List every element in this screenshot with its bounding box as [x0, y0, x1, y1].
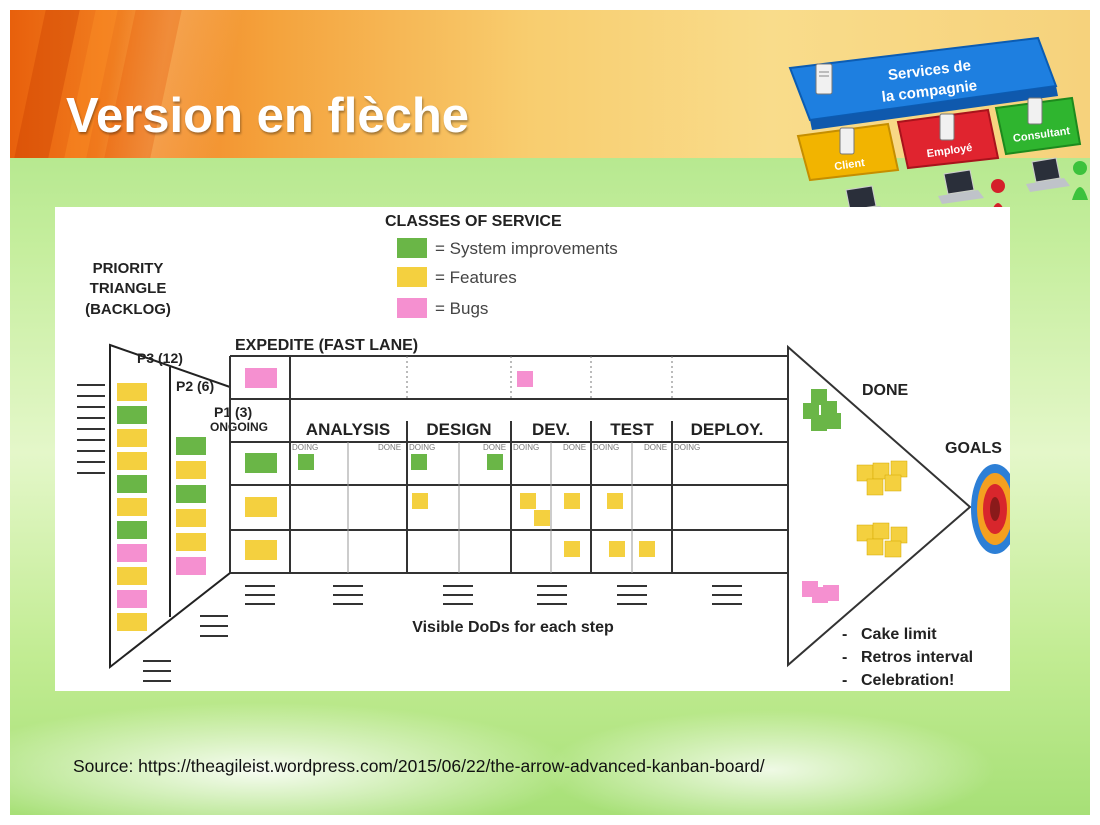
server-icon	[815, 63, 833, 95]
board-grid	[229, 355, 788, 574]
visible-dods-label: Visible DoDs for each step	[412, 619, 614, 636]
slide: Version en flèche Services de la compagn…	[10, 10, 1090, 815]
card-feature	[639, 541, 655, 557]
done-label-test: DONE	[644, 443, 667, 452]
legend-swatch-bugs	[397, 298, 427, 318]
card-feature	[176, 533, 206, 551]
logo-consultant-tile	[994, 96, 1082, 156]
doing-label-deploy: DOING	[674, 443, 700, 452]
priority-title-line1: PRIORITY	[93, 260, 164, 277]
done-label-analysis: DONE	[378, 443, 401, 452]
note-dash: -	[842, 649, 847, 666]
legend-label-features: = Features	[435, 268, 517, 287]
doing-label-design: DOING	[409, 443, 435, 452]
done-system-improvements-cards	[803, 389, 841, 431]
priority-p2-label: P2 (6)	[176, 378, 214, 394]
logo-main-tile-edge	[810, 86, 1058, 130]
card-feature	[520, 493, 536, 509]
note-retros-interval: Retros interval	[861, 649, 973, 666]
card-feature	[176, 509, 206, 527]
card-system-improvement	[176, 437, 206, 455]
card-feature	[412, 493, 428, 509]
server-icon	[839, 97, 1043, 155]
card-feature-ongoing	[245, 497, 277, 517]
backlog-p3-cards	[117, 383, 147, 631]
backlog-p2-cards	[176, 437, 206, 575]
step-analysis: ANALYSIS	[306, 420, 390, 439]
doing-done-dividers	[347, 442, 633, 573]
logo-client-label: Client	[834, 157, 866, 173]
card-bug	[117, 544, 147, 562]
target-icon	[971, 464, 1019, 554]
card-system-improvement	[487, 454, 503, 470]
card-feature	[609, 541, 625, 557]
doing-label-analysis: DOING	[292, 443, 318, 452]
step-dev: DEV.	[532, 420, 570, 439]
card-feature	[176, 461, 206, 479]
note-celebration: Celebration!	[861, 672, 954, 689]
goals-label: GOALS	[945, 440, 1002, 457]
priority-title-line3: (BACKLOG)	[85, 301, 171, 318]
done-label-dev: DONE	[563, 443, 586, 452]
column-dividers-dotted	[406, 356, 673, 399]
card-system-improvement	[117, 406, 147, 424]
legend-swatch-features	[397, 267, 427, 287]
legend-swatch-system-improvements	[397, 238, 427, 258]
legend-label-bugs: = Bugs	[435, 299, 488, 318]
done-area-label: DONE	[862, 382, 909, 399]
card-system-improvement	[298, 454, 314, 470]
arrow-kanban-svg: CLASSES OF SERVICE = System improvements…	[77, 213, 1019, 689]
card-feature	[117, 452, 147, 470]
card-feature	[117, 498, 147, 516]
doing-label-dev: DOING	[513, 443, 539, 452]
done-label-design: DONE	[483, 443, 506, 452]
card-feature	[534, 510, 550, 526]
card-bug-expedite	[517, 371, 533, 387]
card-bug	[117, 590, 147, 608]
laptop-icon	[840, 157, 1070, 220]
card-system-improvement	[411, 454, 427, 470]
card-feature-ongoing	[245, 540, 277, 560]
step-design: DESIGN	[426, 420, 491, 439]
card-bug-expedite	[245, 368, 277, 388]
slide-title: Version en flèche	[66, 89, 470, 143]
note-dash: -	[842, 672, 847, 689]
pawn-icon	[990, 161, 1088, 216]
card-system-improvement-ongoing	[245, 453, 277, 473]
card-feature	[117, 383, 147, 401]
doing-label-test: DOING	[593, 443, 619, 452]
backlog-dod-lines	[77, 384, 228, 682]
step-deploy: DEPLOY.	[691, 420, 764, 439]
source-citation: Source: https://theagileist.wordpress.co…	[73, 756, 765, 776]
ongoing-label: ONGOING	[210, 420, 268, 434]
card-feature	[117, 429, 147, 447]
card-system-improvement	[176, 485, 206, 503]
priority-p3-label: P3 (12)	[137, 350, 183, 366]
priority-p1-label: P1 (3)	[214, 404, 252, 420]
company-services-logo: Services de la compagnie Client Employé …	[788, 36, 1088, 220]
card-feature	[607, 493, 623, 509]
legend-label-system-improvements: = System improvements	[435, 239, 618, 258]
done-bugs-cards	[802, 581, 839, 603]
step-dod-lines	[245, 585, 742, 605]
card-system-improvement	[117, 475, 147, 493]
note-cake-limit: Cake limit	[861, 626, 937, 643]
classes-of-service-title: CLASSES OF SERVICE	[385, 213, 562, 230]
arrow-head	[787, 344, 972, 668]
card-system-improvement	[117, 521, 147, 539]
card-feature	[117, 567, 147, 585]
note-dash: -	[842, 626, 847, 643]
doing-done-sublabels: DOING DONE DOING DONE DOING DONE DOING D…	[292, 443, 700, 452]
card-feature	[117, 613, 147, 631]
priority-title-line2: TRIANGLE	[90, 280, 167, 297]
arrow-kanban-diagram: CLASSES OF SERVICE = System improvements…	[55, 207, 1019, 691]
done-features-cards	[856, 460, 908, 558]
card-feature	[564, 541, 580, 557]
step-test: TEST	[610, 420, 654, 439]
card-feature	[564, 493, 580, 509]
expedite-lane-label: EXPEDITE (FAST LANE)	[235, 337, 418, 354]
board-cards	[298, 454, 655, 557]
card-bug	[176, 557, 206, 575]
